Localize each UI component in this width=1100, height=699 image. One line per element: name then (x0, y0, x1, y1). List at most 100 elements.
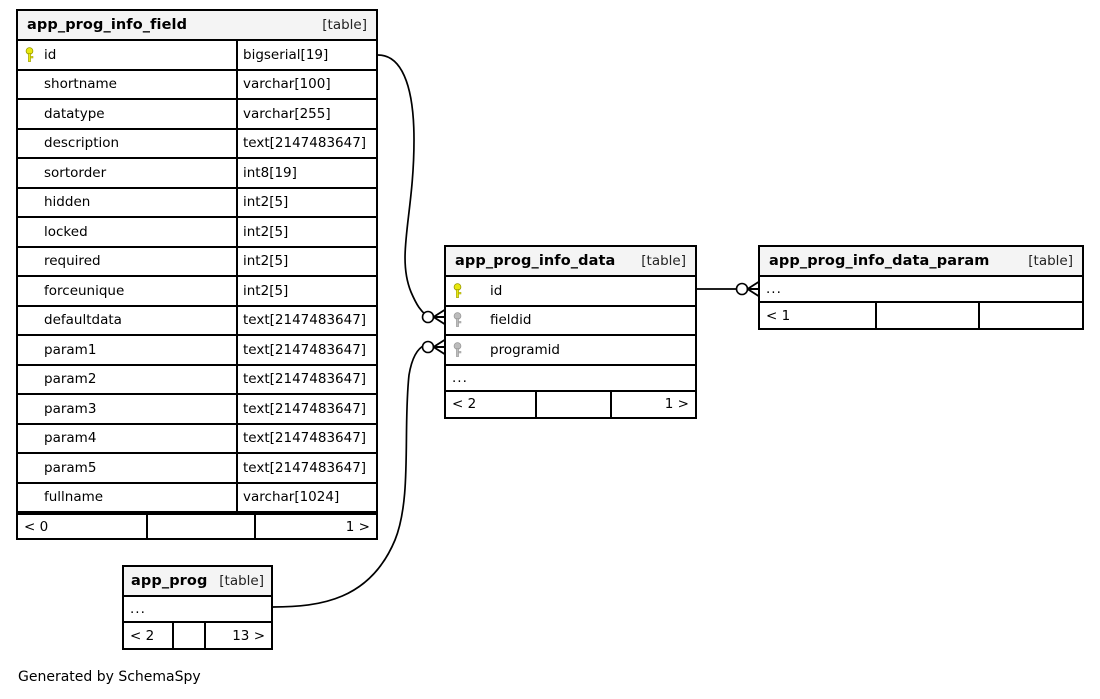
column-type: varchar[1024] (236, 483, 376, 511)
column-type: int2[5] (236, 218, 376, 246)
column-type: text[2147483647] (236, 129, 376, 157)
column-name: sortorder (44, 164, 107, 181)
column-name: param4 (44, 430, 97, 447)
column-row[interactable]: forceunique int2[5] (18, 277, 376, 307)
entity-type-tag: [table] (322, 17, 367, 33)
column-row[interactable]: fullname varchar[1024] (18, 483, 376, 513)
column-name: param3 (44, 400, 97, 417)
column-name: id (490, 282, 503, 299)
column-row[interactable]: required int2[5] (18, 247, 376, 277)
entity-type-tag: [table] (641, 253, 686, 269)
column-row[interactable]: locked int2[5] (18, 218, 376, 248)
column-row[interactable]: sortorder int8[19] (18, 159, 376, 189)
column-row[interactable]: datatype varchar[255] (18, 100, 376, 130)
footer-prev-button[interactable]: < 0 (24, 518, 49, 535)
column-row[interactable]: id (446, 277, 695, 307)
entity-app-prog-info-field[interactable]: app_prog_info_field [table] id bigserial… (16, 9, 378, 540)
column-row[interactable]: hidden int2[5] (18, 188, 376, 218)
entity-footer: < 2 1 > (446, 391, 695, 417)
column-name: locked (44, 223, 88, 240)
edge-data-id-to-data-param (697, 281, 760, 297)
column-name: defaultdata (44, 312, 122, 329)
footer-next-button[interactable] (978, 303, 1082, 328)
footer-next-button[interactable]: 13 > (204, 623, 271, 648)
column-name: hidden (44, 194, 91, 211)
column-name-cell: sortorder (18, 159, 236, 187)
column-type: text[2147483647] (236, 306, 376, 334)
column-name-cell: param2 (18, 366, 236, 394)
entity-type-tag: [table] (219, 573, 264, 589)
entity-title: app_prog_info_data (455, 253, 616, 269)
column-name-cell: description (18, 130, 236, 158)
column-row[interactable]: defaultdata text[2147483647] (18, 306, 376, 336)
column-type: int2[5] (236, 188, 376, 216)
column-name: description (44, 135, 120, 152)
column-name: id (44, 46, 57, 63)
entity-header: app_prog_info_field [table] (18, 11, 376, 41)
foreign-key-icon (446, 312, 468, 328)
column-name-cell: defaultdata (18, 307, 236, 335)
more-columns-indicator: ... (446, 366, 695, 392)
column-type: int8[19] (236, 159, 376, 187)
generated-by-caption: Generated by SchemaSpy (18, 669, 201, 685)
column-name: required (44, 253, 101, 270)
entity-header: app_prog [table] (124, 567, 271, 597)
column-type: varchar[100] (236, 70, 376, 98)
column-type: text[2147483647] (236, 454, 376, 482)
entity-footer: < 1 (760, 303, 1082, 328)
column-name-cell: id (446, 277, 695, 305)
footer-prev-button[interactable]: < 2 (452, 396, 477, 412)
column-row[interactable]: param5 text[2147483647] (18, 454, 376, 484)
column-name: datatype (44, 105, 105, 122)
column-row[interactable]: fieldid (446, 307, 695, 336)
column-type: text[2147483647] (236, 424, 376, 452)
column-name: fullname (44, 489, 104, 506)
column-name-cell: fieldid (446, 307, 695, 335)
column-row[interactable]: param1 text[2147483647] (18, 336, 376, 366)
column-name: param1 (44, 341, 97, 358)
column-row[interactable]: param3 text[2147483647] (18, 395, 376, 425)
footer-next-button[interactable]: 1 > (254, 515, 376, 538)
column-name: forceunique (44, 282, 125, 299)
column-type: bigserial[19] (236, 41, 376, 69)
column-name-cell: required (18, 248, 236, 276)
footer-next-button[interactable]: 1 > (610, 391, 695, 417)
entity-app-prog-info-data-param[interactable]: app_prog_info_data_param [table] ... < 1 (758, 245, 1084, 330)
entity-header: app_prog_info_data_param [table] (760, 247, 1082, 277)
column-name-cell: param4 (18, 425, 236, 453)
column-row[interactable]: shortname varchar[100] (18, 70, 376, 100)
column-type: text[2147483647] (236, 365, 376, 393)
more-columns-indicator: ... (760, 277, 1082, 303)
column-name-cell: param1 (18, 336, 236, 364)
column-row[interactable]: param2 text[2147483647] (18, 365, 376, 395)
footer-middle-cell (172, 623, 204, 648)
column-type: text[2147483647] (236, 395, 376, 423)
entity-title: app_prog_info_field (27, 17, 188, 33)
column-row[interactable]: param4 text[2147483647] (18, 424, 376, 454)
column-name-cell: forceunique (18, 277, 236, 305)
column-name: param5 (44, 459, 97, 476)
column-name: programid (490, 341, 560, 358)
entity-footer: < 0 1 > (18, 513, 376, 538)
column-type: int2[5] (236, 277, 376, 305)
entity-header: app_prog_info_data [table] (446, 247, 695, 277)
footer-prev-button[interactable]: < 2 (130, 627, 155, 644)
entity-app-prog-info-data[interactable]: app_prog_info_data [table] id (444, 245, 697, 419)
column-type: varchar[255] (236, 100, 376, 128)
primary-key-icon (446, 282, 468, 299)
footer-prev-button[interactable]: < 1 (766, 307, 791, 324)
column-row[interactable]: id bigserial[19] (18, 41, 376, 71)
entity-footer: < 2 13 > (124, 623, 271, 648)
column-name-cell: hidden (18, 189, 236, 217)
footer-middle-cell (875, 303, 978, 328)
column-name-cell: param3 (18, 395, 236, 423)
column-name: fieldid (490, 312, 532, 329)
primary-key-icon (18, 46, 40, 63)
column-row[interactable]: programid (446, 336, 695, 366)
entity-app-prog[interactable]: app_prog [table] ... < 2 13 > (122, 565, 273, 650)
column-name-cell: programid (446, 336, 695, 364)
column-row[interactable]: description text[2147483647] (18, 129, 376, 159)
column-type: text[2147483647] (236, 336, 376, 364)
footer-middle-cell (146, 515, 254, 538)
